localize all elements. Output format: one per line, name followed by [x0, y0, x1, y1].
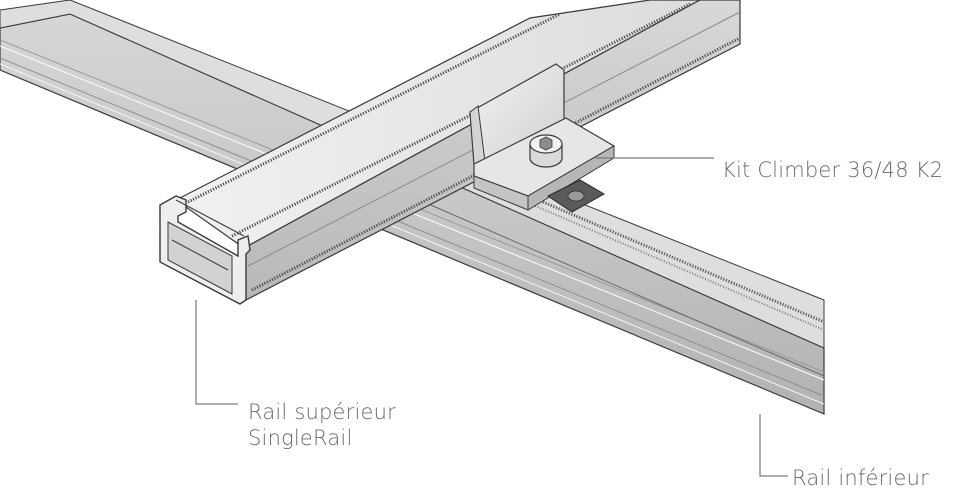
leader-lines — [195, 157, 788, 477]
leader-upper-rail — [195, 300, 238, 405]
leader-lower-rail — [759, 414, 788, 477]
label-upper-rail-line1: Rail supérieur — [248, 400, 396, 424]
label-upper-rail-line2: SingleRail — [248, 426, 353, 450]
label-lower-rail: Rail inférieur — [792, 466, 929, 490]
climber-bracket — [469, 63, 616, 213]
label-kit-climber: Kit Climber 36/48 K2 — [722, 158, 944, 182]
label-upper-rail: Rail supérieur SingleRail — [248, 399, 396, 451]
